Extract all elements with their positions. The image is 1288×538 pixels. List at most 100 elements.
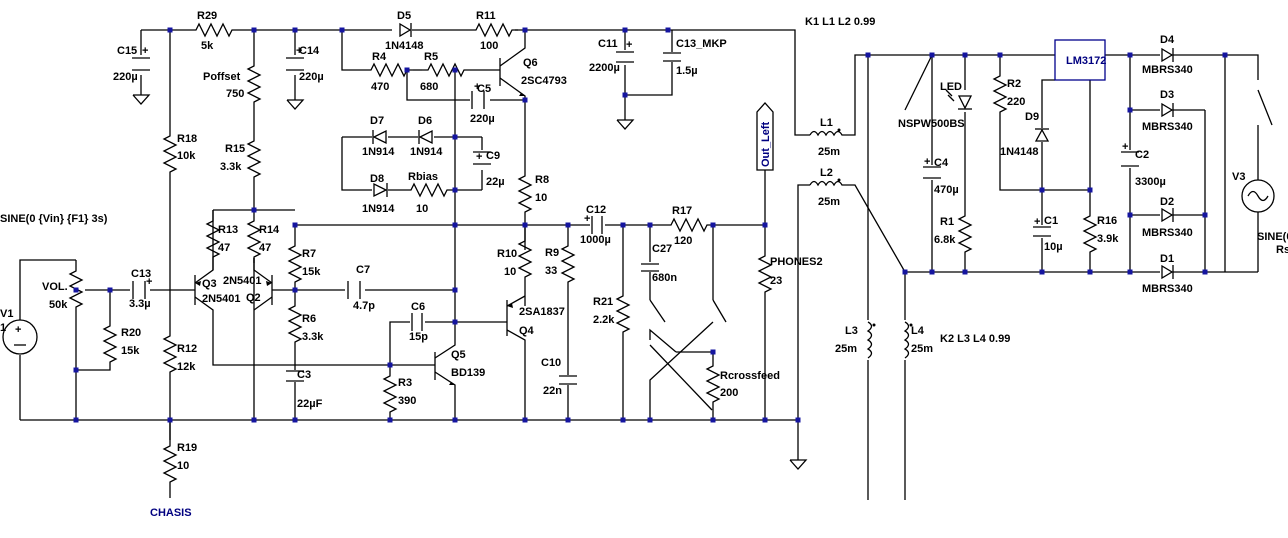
label-c13-value: 3.3µ <box>129 298 151 310</box>
label-r12: R12 <box>177 343 197 355</box>
svg-text:+: + <box>476 151 482 163</box>
junction-dot <box>73 367 79 373</box>
resistor-r11 <box>469 23 519 37</box>
diode-d1 <box>1161 264 1174 280</box>
junction-dot <box>404 67 410 73</box>
junction-dot <box>665 27 671 33</box>
junction-dot <box>865 52 871 58</box>
resistor-r1 <box>958 209 972 259</box>
label-c13-mkp-value: 1.5µ <box>676 65 698 77</box>
label-phones2: PHONES2 <box>770 256 823 268</box>
label-c14-value: 220µ <box>299 71 324 83</box>
label-c11-value: 2200µ <box>589 62 620 74</box>
label-r6-value: 3.3k <box>302 331 324 343</box>
labels: R29 5k D5 1N4148 R11 100 K1 L1 L2 0.99 C… <box>0 10 1288 519</box>
label-r2: R2 <box>1007 78 1021 90</box>
label-d7: D7 <box>370 115 384 127</box>
resistor-r15 <box>247 134 261 184</box>
label-vol: VOL. <box>42 281 68 293</box>
label-r3: R3 <box>398 377 412 389</box>
capacitor-c14: + <box>286 45 304 71</box>
label-c12: C12 <box>586 204 606 216</box>
label-rcrossfeed-value: 200 <box>720 387 738 399</box>
label-r18: R18 <box>177 133 197 145</box>
label-poffset-value: 750 <box>226 88 244 100</box>
inductor-l2 <box>809 180 847 187</box>
capacitor-c12: + <box>584 213 603 234</box>
label-d8-value: 1N914 <box>362 203 395 215</box>
label-d7-value: 1N914 <box>362 146 395 158</box>
junction-dot <box>522 222 528 228</box>
amplifier-wires <box>19 29 810 498</box>
junction-dot <box>522 417 528 423</box>
voltage-source-v3 <box>1241 179 1275 213</box>
resistor-r8 <box>518 169 532 219</box>
junction-dot <box>1087 187 1093 193</box>
label-r1: R1 <box>940 216 954 228</box>
junction-dot <box>387 362 393 368</box>
label-d9-value: 1N4148 <box>1000 146 1039 158</box>
svg-text:+: + <box>584 213 590 225</box>
label-r11-value: 100 <box>480 40 498 52</box>
junction-dot <box>522 27 528 33</box>
label-d2: D2 <box>1160 196 1174 208</box>
resistor-rbias <box>404 183 454 197</box>
label-r19: R19 <box>177 442 197 454</box>
capacitor-c4: + <box>923 156 941 179</box>
label-c5: C5 <box>477 83 491 95</box>
junction-dot <box>710 222 716 228</box>
label-d6-value: 1N914 <box>410 146 443 158</box>
label-q4: Q4 <box>519 325 535 337</box>
label-r29-value: 5k <box>201 40 214 52</box>
capacitor-c6 <box>411 313 423 331</box>
label-sine-v3: SINE(0 <box>1257 231 1288 243</box>
junction-dot <box>997 52 1003 58</box>
label-c11: C11 <box>598 38 618 50</box>
label-coupling-k2: K2 L3 L4 0.99 <box>940 333 1010 345</box>
label-r14: R14 <box>259 224 280 236</box>
junction-dot <box>1039 269 1045 275</box>
junction-dot <box>251 27 257 33</box>
junction-dot <box>167 417 173 423</box>
label-l4-value: 25m <box>911 343 933 355</box>
svg-text:+: + <box>142 45 148 57</box>
label-d6: D6 <box>418 115 432 127</box>
resistor-r18 <box>163 129 177 179</box>
junction-dot <box>762 222 768 228</box>
out-left-port <box>756 102 774 171</box>
capacitor-c10 <box>559 375 577 385</box>
label-l3: L3 <box>845 325 858 337</box>
resistor-r17 <box>664 218 714 232</box>
label-l1-value: 25m <box>818 146 840 158</box>
svg-text:+: + <box>924 156 930 168</box>
capacitor-c13-mkp <box>663 52 681 62</box>
svg-text:+: + <box>626 39 632 51</box>
junction-dot <box>251 417 257 423</box>
resistor-r7 <box>288 239 302 289</box>
junction-dot <box>452 222 458 228</box>
label-q6-value: 2SC4793 <box>521 75 567 87</box>
label-c6-value: 15p <box>409 331 428 343</box>
junctions <box>73 27 1228 423</box>
voltage-source-v1 <box>2 319 38 355</box>
capacitor-c5: + <box>471 81 485 109</box>
junction-dot <box>929 269 935 275</box>
label-out-left: Out_Left <box>760 121 772 167</box>
junction-dot <box>522 97 528 103</box>
label-d4-value: MBRS340 <box>1142 64 1193 76</box>
label-d3-value: MBRS340 <box>1142 121 1193 133</box>
label-lm3172: LM3172 <box>1066 55 1106 67</box>
diode-d3 <box>1161 102 1174 118</box>
label-r18-value: 10k <box>177 150 196 162</box>
junction-dot <box>929 52 935 58</box>
label-c7-value: 4.7p <box>353 300 375 312</box>
label-r13: R13 <box>218 224 238 236</box>
junction-dot <box>452 134 458 140</box>
resistor-r6 <box>288 299 302 349</box>
label-sine-v3-rs: Rs <box>1276 244 1288 256</box>
junction-dot <box>1127 52 1133 58</box>
junction-dot <box>452 319 458 325</box>
junction-dot <box>710 417 716 423</box>
inductor-l4 <box>903 321 910 359</box>
junction-dot <box>452 287 458 293</box>
